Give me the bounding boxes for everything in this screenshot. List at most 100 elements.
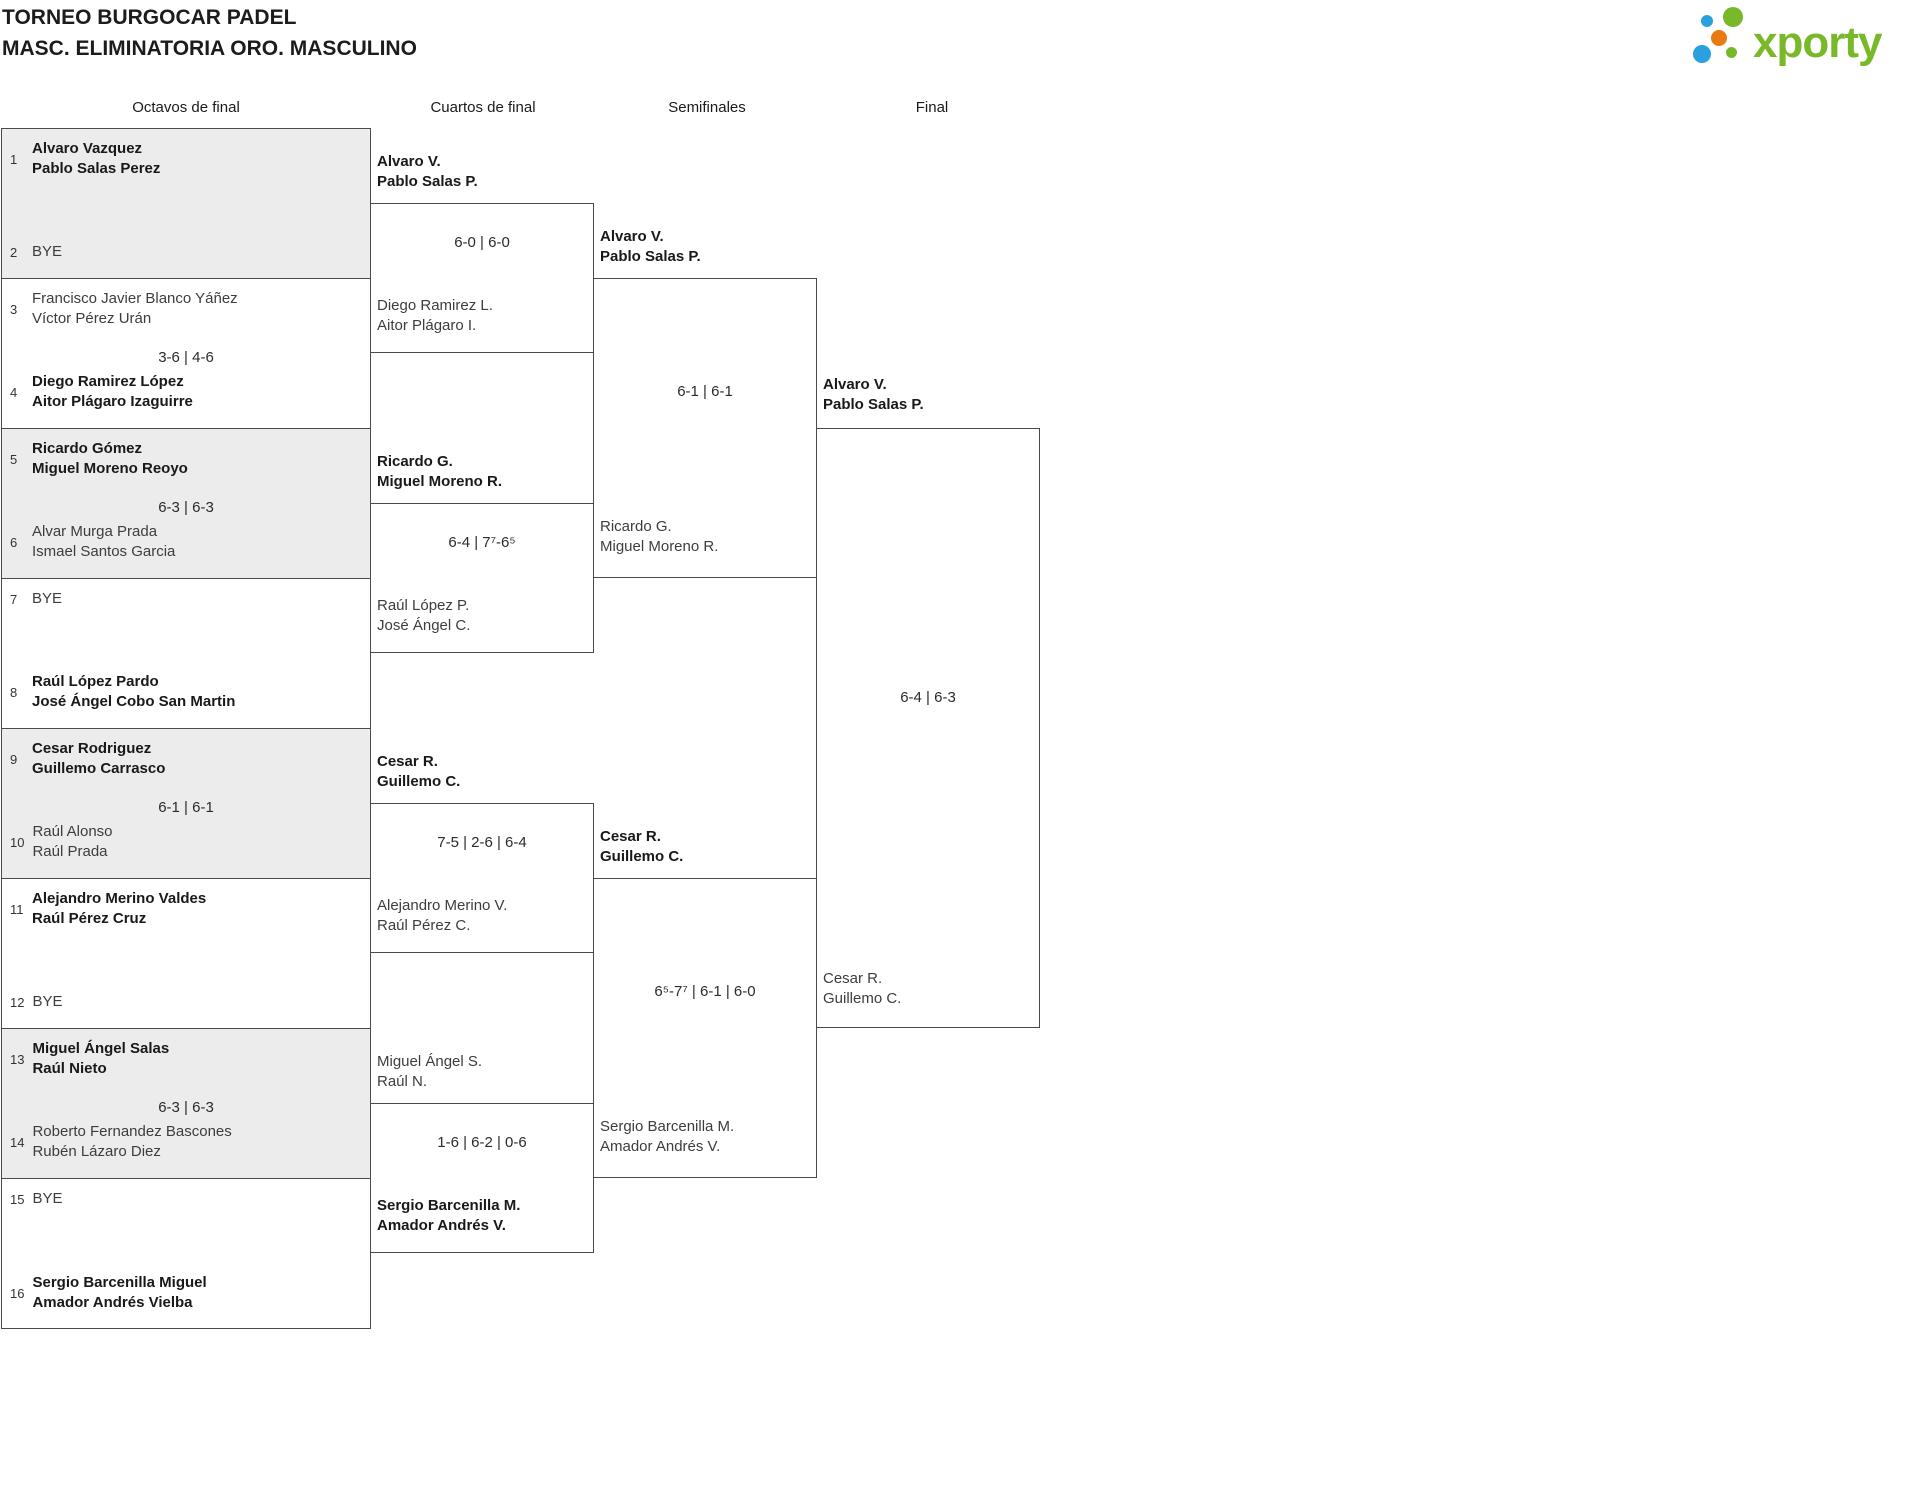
team-name-line: José Ángel Cobo San Martin bbox=[32, 693, 236, 710]
team-names: Raúl Alonso Raúl Prada bbox=[32, 822, 112, 862]
seed-number: 9 bbox=[10, 751, 18, 767]
match-box-qf-2: Ricardo G. Miguel Moreno R. 6-4 | 7⁷-6⁵ … bbox=[370, 453, 594, 653]
match-score: 6-1 | 6-1 bbox=[158, 799, 214, 816]
match-box-r16-4: 7 BYE 8 Raúl López Pardo José Ángel Cobo… bbox=[2, 579, 370, 729]
team-name-line: Miguel Moreno Reoyo bbox=[32, 460, 188, 477]
team-slot: 8 Raúl López Pardo José Ángel Cobo San M… bbox=[10, 672, 366, 712]
seed-number: 8 bbox=[10, 684, 18, 700]
team-name-line: Miguel Ángel S. bbox=[377, 1053, 483, 1070]
tournament-title: TORNEO BURGOCAR PADEL MASC. ELIMINATORIA… bbox=[2, 2, 417, 64]
seed-number: 11 bbox=[10, 901, 24, 917]
team-names: Miguel Ángel S. Raúl N. bbox=[377, 1052, 482, 1092]
match-score: 1-6 | 6-2 | 0-6 bbox=[437, 1134, 527, 1151]
team-name-line: Pablo Salas P. bbox=[823, 396, 924, 413]
team-names: Cesar Rodriguez Guillemo Carrasco bbox=[32, 739, 165, 779]
seed-number: 13 bbox=[10, 1051, 25, 1067]
team-name-line: Cesar R. bbox=[823, 970, 883, 987]
team-name-line: Aitor Plágaro Izaguirre bbox=[32, 393, 193, 410]
seed-number: 15 bbox=[10, 1191, 25, 1207]
team-names: Alvaro V. Pablo Salas P. bbox=[823, 375, 924, 415]
round-header-octavos: Octavos de final bbox=[132, 99, 240, 116]
team-name-line: Aitor Plágaro I. bbox=[377, 317, 477, 334]
team-name-line: Miguel Moreno R. bbox=[600, 538, 719, 555]
match-box-qf-1: Alvaro V. Pablo Salas P. 6-0 | 6-0 Diego… bbox=[370, 153, 594, 353]
team-name-line: Amador Andrés Vielba bbox=[32, 1294, 193, 1311]
team-name-line: Alejandro Merino Valdes bbox=[32, 890, 207, 907]
team-names: Sergio Barcenilla Miguel Amador Andrés V… bbox=[32, 1273, 206, 1313]
team-names: Ricardo G. Miguel Moreno R. bbox=[377, 452, 502, 492]
match-box-r16-8: 15 BYE 16 Sergio Barcenilla Miguel Amado… bbox=[2, 1179, 370, 1328]
team-name-line: Guillemo C. bbox=[377, 773, 461, 790]
match-score: 7-5 | 2-6 | 6-4 bbox=[437, 834, 527, 851]
team-name-line: Sergio Barcenilla Miguel bbox=[32, 1274, 207, 1291]
team-slot: 13 Miguel Ángel Salas Raúl Nieto bbox=[10, 1039, 366, 1079]
team-names: Miguel Ángel Salas Raúl Nieto bbox=[32, 1039, 169, 1079]
team-slot: 10 Raúl Alonso Raúl Prada bbox=[10, 822, 366, 862]
team-names: BYE bbox=[32, 589, 62, 609]
seed-number: 12 bbox=[10, 994, 25, 1010]
team-name-line: Raúl López P. bbox=[377, 597, 470, 614]
team-slot: 12 BYE bbox=[10, 992, 366, 1012]
team-names: Cesar R. Guillemo C. bbox=[600, 827, 683, 867]
logo-wordmark: xporty bbox=[1753, 18, 1882, 67]
team-name-line: Pablo Salas P. bbox=[600, 248, 701, 265]
team-slot: 2 BYE bbox=[10, 242, 366, 262]
match-box-r16-2: 3 Francisco Javier Blanco Yáñez Víctor P… bbox=[2, 279, 370, 429]
logo-dot-orange-icon bbox=[1711, 30, 1727, 46]
round-header-cuartos: Cuartos de final bbox=[430, 99, 536, 116]
logo-dot-blue-small-icon bbox=[1701, 15, 1713, 27]
team-slot: 3 Francisco Javier Blanco Yáñez Víctor P… bbox=[10, 289, 366, 329]
seed-number: 14 bbox=[10, 1134, 25, 1150]
team-slot: 14 Roberto Fernandez Bascones Rubén Láza… bbox=[10, 1122, 366, 1162]
match-score: 6-0 | 6-0 bbox=[454, 234, 510, 251]
team-name-line: José Ángel C. bbox=[377, 617, 471, 634]
team-name-line: Raúl Nieto bbox=[32, 1060, 107, 1077]
team-name-line: Ricardo G. bbox=[377, 453, 453, 470]
seed-number: 10 bbox=[10, 834, 25, 850]
xporty-logo: xporty bbox=[1690, 0, 1920, 80]
round16-column: 1 Alvaro Vazquez Pablo Salas Perez 2 BYE… bbox=[1, 128, 371, 1329]
team-name-line: BYE bbox=[32, 1190, 63, 1207]
team-names: Ricardo G. Miguel Moreno R. bbox=[600, 517, 718, 557]
team-name-line: Pablo Salas Perez bbox=[32, 160, 161, 177]
match-score: 6-3 | 6-3 bbox=[158, 499, 214, 516]
team-name-line: BYE bbox=[32, 590, 63, 607]
tournament-title-line1: TORNEO BURGOCAR PADEL bbox=[2, 6, 297, 29]
logo-dot-green-small-icon bbox=[1726, 47, 1737, 58]
team-names: Alvaro V. Pablo Salas P. bbox=[600, 227, 701, 267]
match-score: 6-3 | 6-3 bbox=[158, 1099, 214, 1116]
team-names: Cesar R. Guillemo C. bbox=[377, 752, 460, 792]
team-slot: 5 Ricardo Gómez Miguel Moreno Reoyo bbox=[10, 439, 366, 479]
team-name-line: Raúl Pérez Cruz bbox=[32, 910, 147, 927]
seed-number: 4 bbox=[10, 384, 18, 400]
team-slot: 4 Diego Ramirez López Aitor Plágaro Izag… bbox=[10, 372, 366, 412]
team-slot: 15 BYE bbox=[10, 1189, 366, 1209]
team-slot: 1 Alvaro Vazquez Pablo Salas Perez bbox=[10, 139, 366, 179]
team-name-line: Cesar Rodriguez bbox=[32, 740, 152, 757]
team-name-line: Raúl López Pardo bbox=[32, 673, 159, 690]
team-name-line: Ismael Santos Garcia bbox=[32, 543, 176, 560]
seed-number: 3 bbox=[10, 301, 18, 317]
team-name-line: Alvaro V. bbox=[823, 376, 887, 393]
team-name-line: Cesar R. bbox=[377, 753, 438, 770]
team-name-line: Víctor Pérez Urán bbox=[32, 310, 152, 327]
team-names: Raúl López Pardo José Ángel Cobo San Mar… bbox=[32, 672, 235, 712]
match-score: 3-6 | 4-6 bbox=[158, 349, 214, 366]
team-names: Ricardo Gómez Miguel Moreno Reoyo bbox=[32, 439, 188, 479]
match-score: 6-4 | 6-3 bbox=[900, 689, 956, 706]
team-names: Cesar R. Guillemo C. bbox=[823, 969, 901, 1009]
seed-number: 16 bbox=[10, 1285, 25, 1301]
team-names: Sergio Barcenilla M. Amador Andrés V. bbox=[377, 1196, 520, 1236]
team-name-line: Rubén Lázaro Diez bbox=[32, 1143, 161, 1160]
match-score: 6-1 | 6-1 bbox=[677, 383, 733, 400]
team-names: BYE bbox=[32, 242, 62, 262]
team-names: Alvar Murga Prada Ismael Santos Garcia bbox=[32, 522, 175, 562]
team-name-line: Cesar R. bbox=[600, 828, 661, 845]
logo-dot-green-large-icon bbox=[1723, 7, 1743, 27]
round-header-final: Final bbox=[915, 99, 949, 116]
match-box-r16-7: 13 Miguel Ángel Salas Raúl Nieto 6-3 | 6… bbox=[2, 1029, 370, 1179]
match-box-sf-1: Alvaro V. Pablo Salas P. 6-1 | 6-1 Ricar… bbox=[593, 228, 817, 578]
team-name-line: Guillemo C. bbox=[823, 990, 902, 1007]
team-name-line: Alvaro V. bbox=[600, 228, 664, 245]
